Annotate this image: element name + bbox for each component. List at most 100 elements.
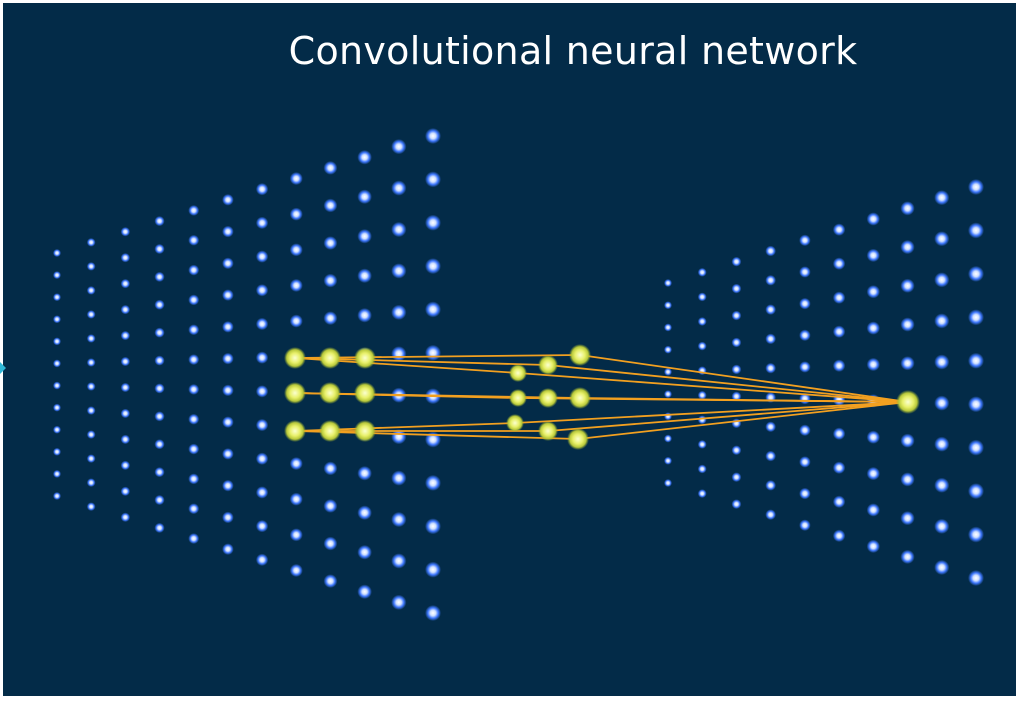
input-neuron	[255, 216, 269, 230]
output-neuron	[731, 364, 742, 375]
output-neuron	[697, 415, 707, 425]
output-neuron	[731, 283, 742, 294]
output-neuron	[765, 509, 777, 520]
output-neuron	[934, 436, 950, 452]
input-neuron	[86, 286, 96, 295]
input-neuron	[289, 492, 303, 506]
input-neuron	[425, 474, 441, 491]
input-neuron	[357, 228, 372, 244]
output-neuron	[832, 325, 846, 338]
output-neuron	[968, 570, 984, 586]
output-neuron	[697, 341, 707, 351]
active-input-neuron	[319, 347, 341, 369]
output-neuron	[799, 456, 811, 468]
output-neuron	[832, 291, 846, 304]
output-neuron	[900, 239, 915, 255]
output-neuron	[866, 357, 880, 372]
output-neuron	[765, 362, 777, 374]
connection-line	[294, 392, 581, 399]
output-neuron	[934, 354, 950, 370]
output-neuron	[664, 434, 672, 443]
output-neuron	[664, 323, 672, 332]
hidden-neuron	[569, 344, 591, 366]
output-neuron	[934, 395, 950, 411]
input-neuron	[222, 289, 234, 301]
output-neuron	[900, 317, 915, 332]
connections	[294, 354, 909, 440]
active-input-neuron	[284, 347, 306, 369]
triangle-arrow-icon	[0, 362, 6, 374]
input-neuron	[86, 238, 96, 247]
output-neuron	[934, 272, 950, 288]
input-neuron	[391, 221, 407, 238]
input-neuron	[391, 346, 407, 362]
connection-line	[294, 354, 581, 359]
input-neuron	[188, 533, 200, 545]
input-neuron	[323, 311, 338, 326]
input-neuron	[222, 448, 234, 460]
input-neuron	[323, 273, 338, 288]
output-neuron	[832, 257, 846, 270]
input-neuron	[86, 454, 96, 463]
input-neuron	[222, 225, 234, 238]
input-neuron	[154, 299, 165, 310]
input-neuron	[425, 301, 441, 318]
output-neuron	[968, 483, 984, 500]
input-neuron	[222, 479, 234, 492]
output-neuron	[697, 267, 707, 277]
output-target-neuron	[896, 390, 920, 414]
output-neuron	[900, 356, 915, 371]
input-neuron	[391, 304, 407, 320]
output-neuron	[900, 549, 915, 565]
input-neuron	[120, 382, 131, 393]
input-neuron	[154, 327, 165, 338]
input-neuron	[188, 413, 200, 425]
input-neuron	[154, 411, 165, 422]
input-neuron	[222, 511, 234, 524]
diagram-title: Convolutional neural network	[288, 29, 858, 73]
hidden-neuron	[506, 414, 524, 432]
connection-line	[579, 397, 909, 403]
input-neuron	[425, 561, 441, 578]
input-neuron	[289, 207, 303, 221]
output-neuron	[664, 367, 672, 376]
input-neuron	[255, 385, 269, 398]
input-neuron	[357, 465, 372, 481]
active-input-neuron	[284, 420, 306, 442]
input-neuron	[323, 499, 338, 513]
output-neuron	[968, 309, 984, 326]
output-neuron	[765, 274, 777, 286]
input-neuron	[154, 467, 165, 478]
output-neuron	[968, 352, 984, 369]
output-neuron	[664, 301, 672, 310]
input-neuron	[425, 605, 441, 621]
output-neuron	[866, 248, 880, 263]
input-neuron	[357, 307, 372, 323]
input-neuron	[53, 315, 61, 324]
input-neuron	[222, 543, 234, 555]
output-neuron	[832, 461, 846, 474]
connection-line	[294, 430, 579, 440]
input-neuron	[323, 236, 338, 250]
input-neuron	[120, 434, 131, 445]
input-neuron	[391, 553, 407, 569]
hidden-neuron	[509, 364, 527, 382]
input-neuron	[154, 243, 165, 255]
connection-line	[514, 401, 909, 424]
input-neuron	[357, 150, 372, 165]
input-neuron	[188, 205, 200, 216]
input-neuron	[120, 512, 131, 522]
output-neuron	[832, 427, 846, 440]
output-neuron	[799, 519, 811, 531]
input-neuron	[188, 294, 200, 306]
output-neuron	[900, 201, 915, 216]
output-neuron	[832, 529, 846, 542]
input-neuron	[357, 584, 372, 600]
output-neuron	[697, 439, 707, 449]
input-neuron	[323, 198, 338, 213]
input-neuron	[255, 452, 269, 465]
output-neuron	[866, 539, 880, 553]
input-neuron	[53, 425, 61, 434]
output-neuron	[900, 472, 915, 487]
input-neuron	[255, 418, 269, 432]
